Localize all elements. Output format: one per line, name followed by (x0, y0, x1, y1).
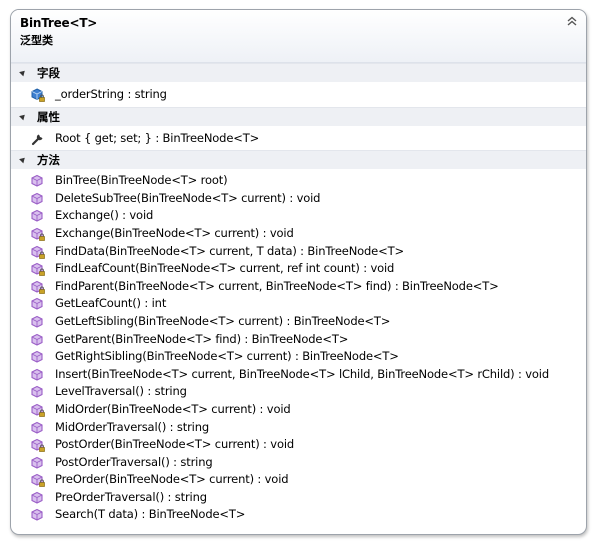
collapse-triangle-icon[interactable] (19, 112, 27, 120)
private-method-icon (31, 280, 45, 294)
method-icon (31, 421, 43, 434)
member-signature: BinTree(BinTreeNode<T> root) (55, 173, 228, 188)
method-icon (31, 456, 43, 469)
method-row[interactable]: Search(T data) : BinTreeNode<T> (11, 506, 586, 524)
methods-list: BinTree(BinTreeNode<T> root) DeleteSubTre… (11, 169, 586, 524)
method-icon (31, 210, 43, 222)
section-properties-header[interactable]: 属性 (11, 106, 586, 126)
member-signature: Root { get; set; } : BinTreeNode<T> (55, 130, 260, 145)
method-row[interactable]: MidOrderTraversal() : string (11, 419, 586, 437)
private-method-icon (31, 474, 45, 488)
method-icon (31, 386, 43, 398)
member-signature: _orderString : string (55, 87, 167, 101)
section-methods-header[interactable]: 方法 (11, 150, 586, 170)
member-signature: GetLeafCount() : int (55, 296, 167, 311)
method-icon (31, 351, 43, 363)
method-row[interactable]: GetRightSibling(BinTreeNode<T> current) … (11, 348, 586, 366)
method-row[interactable]: PostOrder(BinTreeNode<T> current) : void (11, 436, 586, 454)
member-signature: PostOrder(BinTreeNode<T> current) : void (55, 437, 295, 452)
class-header[interactable]: BinTree<T> 泛型类 (11, 10, 586, 63)
method-row[interactable]: DeleteSubTree(BinTreeNode<T> current) : … (11, 190, 586, 208)
method-row[interactable]: BinTree(BinTreeNode<T> root) (11, 172, 586, 190)
member-signature: MidOrderTraversal() : string (55, 419, 210, 434)
member-signature: LevelTraversal() : string (55, 384, 187, 399)
member-signature: FindLeafCount(BinTreeNode<T> current, re… (55, 261, 395, 276)
collapse-triangle-icon[interactable] (19, 155, 27, 164)
member-signature: PostOrderTraversal() : string (55, 454, 213, 469)
member-signature: Exchange() : void (55, 208, 154, 223)
method-icon (31, 315, 43, 328)
field-private-icon (31, 88, 45, 102)
collapse-triangle-icon[interactable] (19, 68, 27, 77)
method-row[interactable]: PreOrder(BinTreeNode<T> current) : void (11, 471, 586, 489)
method-icon (31, 175, 43, 187)
class-kind: 泛型类 (20, 34, 53, 47)
section-fields-label: 字段 (37, 66, 60, 80)
private-method-icon (31, 227, 45, 241)
member-signature: DeleteSubTree(BinTreeNode<T> current) : … (55, 190, 321, 205)
private-method-icon (31, 438, 45, 452)
method-row[interactable]: PreOrderTraversal() : string (11, 489, 586, 507)
member-signature: Search(T data) : BinTreeNode<T> (55, 507, 246, 522)
private-method-icon (31, 245, 45, 259)
member-signature: Insert(BinTreeNode<T> current, BinTreeNo… (55, 366, 549, 381)
method-row[interactable]: Exchange(BinTreeNode<T> current) : void (11, 225, 586, 243)
fields-list: _orderString : string (11, 82, 586, 107)
method-row[interactable]: FindData(BinTreeNode<T> current, T data)… (11, 243, 586, 261)
method-row[interactable]: Exchange() : void (11, 207, 586, 225)
method-icon (31, 368, 43, 381)
member-signature: Exchange(BinTreeNode<T> current) : void (55, 225, 294, 240)
method-row[interactable]: MidOrder(BinTreeNode<T> current) : void (11, 401, 586, 419)
member-signature: PreOrderTraversal() : string (55, 489, 207, 504)
private-method-icon (31, 403, 45, 417)
section-properties-label: 属性 (37, 109, 60, 124)
method-icon (31, 192, 43, 205)
member-signature: GetLeftSibling(BinTreeNode<T> current) :… (55, 313, 391, 328)
member-signature: FindParent(BinTreeNode<T> current, BinTr… (55, 278, 499, 293)
member-signature: PreOrder(BinTreeNode<T> current) : void (55, 472, 289, 487)
method-row[interactable]: FindParent(BinTreeNode<T> current, BinTr… (11, 278, 586, 296)
method-row[interactable]: FindLeafCount(BinTreeNode<T> current, re… (11, 260, 586, 278)
member-signature: MidOrder(BinTreeNode<T> current) : void (55, 401, 291, 416)
private-method-icon (31, 263, 45, 276)
method-row[interactable]: GetParent(BinTreeNode<T> find) : BinTree… (11, 331, 586, 349)
chevron-up-icon[interactable] (565, 14, 579, 28)
member-signature: FindData(BinTreeNode<T> current, T data)… (55, 243, 404, 258)
method-row[interactable]: PostOrderTraversal() : string (11, 454, 586, 472)
class-diagram-shape[interactable]: BinTree<T> 泛型类 字段 _orderString : string … (10, 9, 587, 535)
field-row[interactable]: _orderString : string (11, 86, 586, 104)
method-icon (31, 298, 43, 310)
member-signature: GetRightSibling(BinTreeNode<T> current) … (55, 349, 399, 364)
method-row[interactable]: GetLeafCount() : int (11, 295, 586, 313)
method-icon (31, 491, 43, 504)
method-icon (31, 333, 43, 346)
class-name: BinTree<T> (20, 16, 98, 30)
property-row[interactable]: Root { get; set; } : BinTreeNode<T> (11, 130, 586, 148)
method-row[interactable]: Insert(BinTreeNode<T> current, BinTreeNo… (11, 366, 586, 384)
member-signature: GetParent(BinTreeNode<T> find) : BinTree… (55, 331, 349, 346)
wrench-icon (31, 134, 43, 145)
method-icon (31, 509, 43, 522)
section-methods-label: 方法 (37, 153, 60, 168)
properties-list: Root { get; set; } : BinTreeNode<T> (11, 126, 586, 151)
method-row[interactable]: LevelTraversal() : string (11, 383, 586, 401)
method-row[interactable]: GetLeftSibling(BinTreeNode<T> current) :… (11, 313, 586, 331)
section-fields-header[interactable]: 字段 (11, 63, 586, 82)
